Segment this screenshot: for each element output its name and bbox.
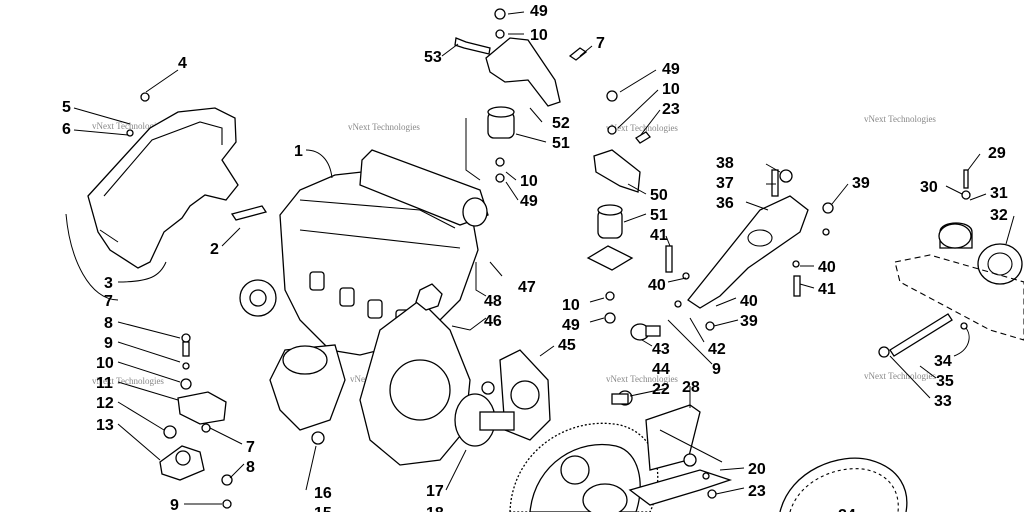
callout-35: 35 [936,373,954,390]
callout-48: 48 [484,293,502,310]
belt-guard [87,92,239,269]
watermark: vNext Technologies [92,121,164,131]
callout-30: 30 [920,179,938,196]
callout-7: 7 [596,35,605,52]
clutch-assembly [878,169,1024,358]
drive-hub [454,349,551,447]
callout-31: 31 [990,185,1008,202]
callout-10: 10 [520,173,538,190]
callout-49: 49 [662,61,680,78]
watermark: vNext Technologies [348,122,420,132]
callout-10: 10 [96,355,114,372]
callout-12: 12 [96,395,114,412]
callout-17: 17 [426,483,444,500]
callout-7: 7 [246,439,255,456]
callout-45: 45 [558,337,576,354]
callout-38: 38 [716,155,734,172]
callout-labels: 49 10 7 53 4 52 51 10 49 49 10 23 5 6 1 … [62,3,1008,512]
callout-2: 2 [210,241,219,258]
watermark: vNext Technologies [606,374,678,384]
torque-arm [630,169,834,341]
callout-53: 53 [424,49,442,66]
leader-lines [65,11,1015,505]
callout-18: 18 [426,505,444,512]
callout-37: 37 [716,175,734,192]
callout-47: 47 [518,279,536,296]
drive-belt [779,457,908,512]
callout-11: 11 [96,375,113,392]
callout-49: 49 [520,193,538,210]
callout-29: 29 [988,145,1006,162]
callout-23: 23 [662,101,680,118]
watermark: vNext Technologies [606,123,678,133]
callout-41: 41 [818,281,836,298]
callout-39: 39 [852,175,870,192]
callout-22: 22 [652,381,670,398]
side-mount-bracket [586,90,651,324]
callout-23: 23 [748,483,766,500]
callout-49: 49 [530,3,548,20]
lower-bracket [628,404,733,506]
watermark: vNext Technologies [864,114,936,124]
callout-39: 39 [740,313,758,330]
callout-20: 20 [748,461,766,478]
left-mount-parts [159,205,629,509]
callout-28: 28 [682,379,700,396]
callout-40: 40 [648,277,666,294]
callout-8: 8 [104,315,113,332]
callout-10: 10 [530,27,548,44]
upper-mount-bracket [454,8,588,183]
callout-46: 46 [484,313,502,330]
callout-32: 32 [990,207,1008,224]
callout-9: 9 [104,335,113,352]
callout-10: 10 [662,81,680,98]
callout-44: 44 [652,361,670,378]
watermark: vNext Technologies [92,376,164,386]
callout-51: 51 [552,135,570,152]
callout-7: 7 [104,293,113,310]
callout-3: 3 [104,275,113,292]
callout-52: 52 [552,115,570,132]
callout-9: 9 [170,497,179,512]
callout-9: 9 [712,361,721,378]
callout-36: 36 [716,195,734,212]
callout-40: 40 [818,259,836,276]
callout-10: 10 [562,297,580,314]
callout-34: 34 [934,353,952,370]
callout-16: 16 [314,485,332,502]
callout-4: 4 [178,55,187,72]
callout-8: 8 [246,459,255,476]
callout-51: 51 [650,207,668,224]
callout-40: 40 [740,293,758,310]
callout-49: 49 [562,317,580,334]
callout-24: 24 [838,507,856,512]
callout-42: 42 [708,341,726,358]
callout-5: 5 [62,99,71,116]
callout-6: 6 [62,121,71,138]
callout-13: 13 [96,417,114,434]
callout-43: 43 [652,341,670,358]
callout-15: 15 [314,505,332,512]
watermark: vNext Technologies [864,371,936,381]
front-cover-plate [359,283,471,466]
callout-33: 33 [934,393,952,410]
callout-1: 1 [294,143,303,160]
callout-41: 41 [650,227,668,244]
callout-50: 50 [650,187,668,204]
